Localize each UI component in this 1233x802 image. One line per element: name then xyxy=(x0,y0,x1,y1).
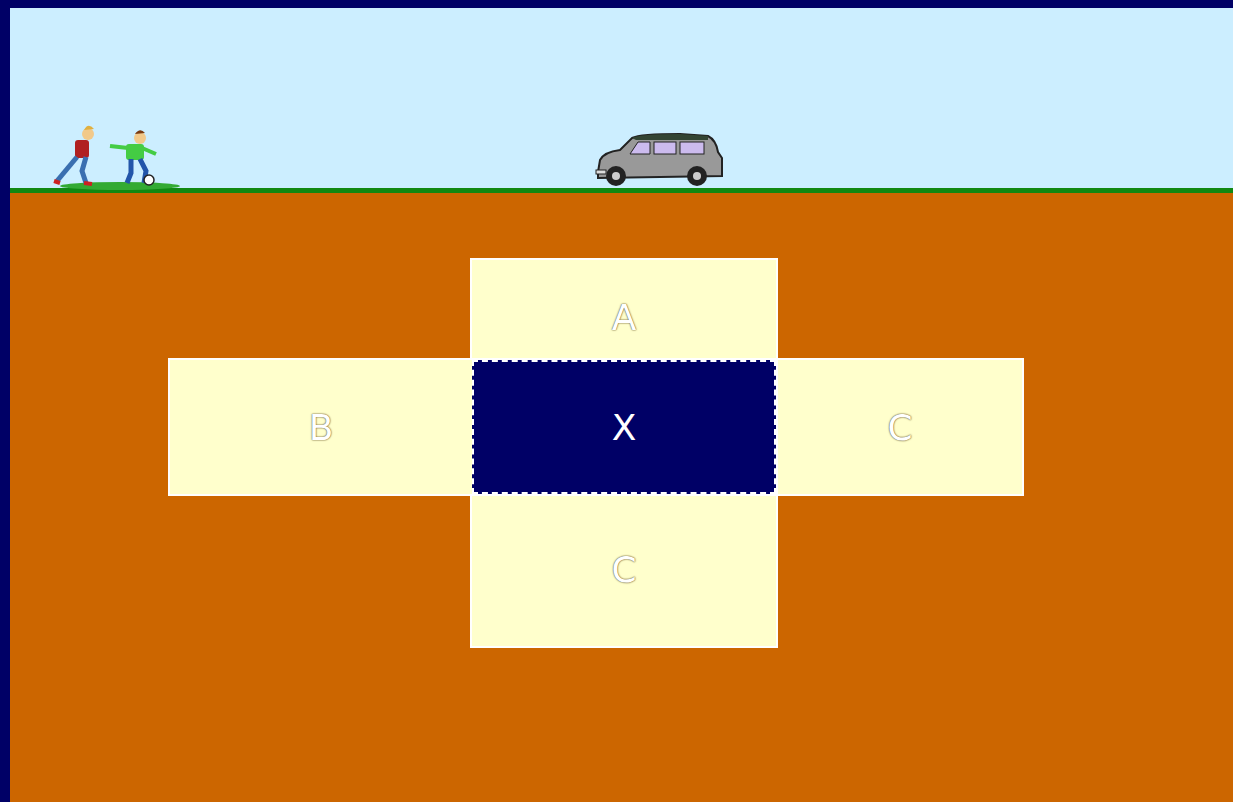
car xyxy=(596,134,722,186)
grass-line xyxy=(10,188,1233,193)
box-letter: C xyxy=(887,407,912,448)
ground xyxy=(10,190,1233,802)
sky xyxy=(10,8,1233,190)
center-box: X xyxy=(472,360,776,494)
upper-box: A xyxy=(470,258,778,360)
lower-box: C xyxy=(470,494,778,648)
box-letter: C xyxy=(611,549,636,590)
children-playing xyxy=(54,126,180,190)
box-letter: X xyxy=(612,407,637,448)
box-letter: A xyxy=(612,297,637,338)
box-letter: B xyxy=(309,407,334,448)
left-box: B xyxy=(168,358,474,496)
right-box: C xyxy=(776,358,1024,496)
